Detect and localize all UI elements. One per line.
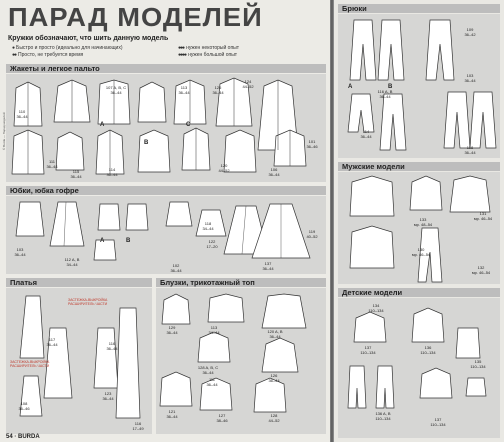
kids-panel — [338, 298, 500, 438]
legend-item: ●●Просто, не требуется время — [12, 52, 84, 58]
variant-letter: B — [388, 84, 393, 90]
left-page: ПАРАД МОДЕЛЕЙ Кружки обозначают, что шит… — [0, 0, 330, 442]
skirts-drawings — [15, 201, 311, 261]
mens-panel — [338, 172, 500, 284]
section-title-kids: Детские модели — [342, 288, 403, 297]
section-title-mens: Мужские модели — [342, 162, 405, 171]
spine — [330, 0, 334, 442]
section-title-jackets: Жакеты и легкое пальто — [10, 64, 100, 73]
section-bar — [6, 64, 326, 73]
mens-drawings — [349, 175, 491, 283]
dresses-drawings — [19, 295, 141, 419]
annotation: ЗАСТЕЖКА-ВЫКРОЙКА РАСШИРИТЕЛЬ ЧАСТИ — [10, 360, 50, 368]
trousers-drawings — [347, 19, 497, 151]
legend-item: ●●●нужен некоторый опыт — [178, 45, 240, 51]
section-title-dresses: Платья — [10, 278, 37, 287]
section-bar — [338, 4, 500, 13]
section-title-skirts: Юбки, юбка гофре — [10, 186, 79, 195]
legend-item: ●Быстро и просто (идеально для начинающи… — [12, 45, 123, 51]
section-bar — [6, 278, 152, 287]
variant-letter: B — [126, 238, 131, 244]
blouses-drawings — [159, 293, 307, 413]
copyright-vertical: © Burda — Парад моделей — [2, 112, 6, 150]
section-bar — [6, 186, 326, 195]
section-bar — [156, 278, 326, 287]
section-bar — [338, 288, 500, 297]
section-title-blouses: Блузки, трикотажный топ — [160, 278, 255, 287]
section-title-trousers: Брюки — [342, 4, 367, 13]
legend-item: ●●●●нужен большой опыт — [178, 52, 238, 58]
skirts-panel — [6, 196, 326, 274]
variant-letter: A — [100, 122, 105, 128]
kids-drawings — [347, 307, 487, 409]
trousers-panel — [338, 14, 500, 158]
variant-letter: C — [186, 122, 191, 128]
jackets-panel — [6, 74, 326, 182]
variant-letter: A — [348, 84, 353, 90]
blouses-panel — [156, 288, 326, 434]
variant-letter: B — [144, 140, 149, 146]
variant-letter: A — [100, 238, 105, 244]
page-number: 54 · BURDA — [6, 434, 40, 440]
section-bar — [338, 162, 500, 171]
page-title: ПАРАД МОДЕЛЕЙ — [8, 2, 263, 32]
dresses-panel — [6, 288, 152, 434]
jackets-drawings — [11, 77, 307, 175]
legend-title: Кружки обозначают, что шить данную модел… — [8, 35, 169, 42]
annotation: ЗАСТЕЖКА-ВЫКРОЙКА РАСШИРИТЕЛЬ ЧАСТИ — [68, 298, 108, 306]
